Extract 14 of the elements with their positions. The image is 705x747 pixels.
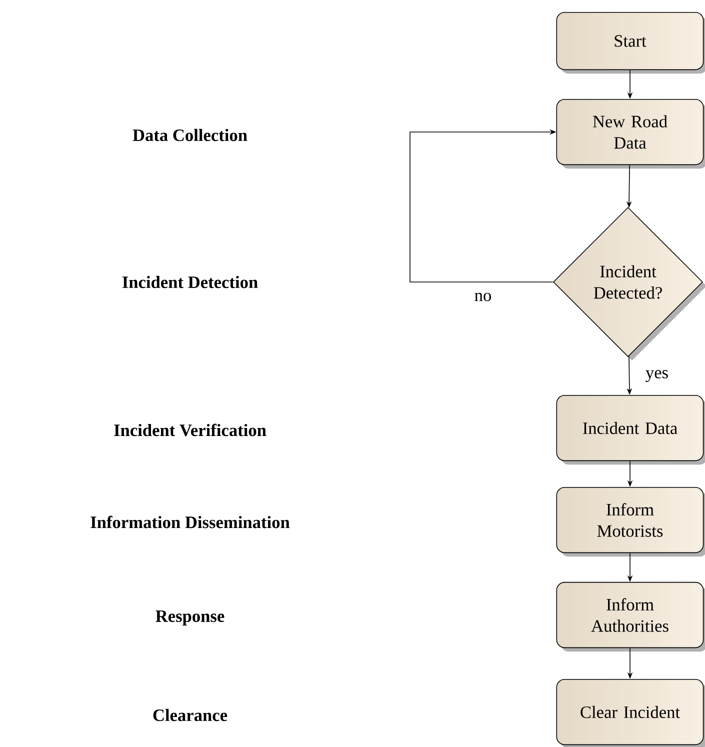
stage-label: Incident Verification — [114, 424, 266, 436]
edge-label: yes — [644, 368, 670, 384]
stage-label: Response — [156, 610, 224, 626]
stage-label: Information Dissemination — [90, 516, 290, 528]
stage-label: Incident Detection — [122, 276, 258, 288]
process-box: Incident Data — [556, 394, 705, 465]
edge-label: no — [473, 292, 493, 302]
process-box: Inform Authorities — [556, 582, 705, 652]
stage-label: Clearance — [153, 708, 228, 722]
process-box: Inform Motorists — [556, 486, 705, 557]
process-box: Start — [556, 12, 705, 74]
process-box: Clear Incident — [556, 678, 705, 747]
process-box: New Road Data — [556, 98, 705, 169]
stage-label: Data Collection — [132, 128, 248, 142]
